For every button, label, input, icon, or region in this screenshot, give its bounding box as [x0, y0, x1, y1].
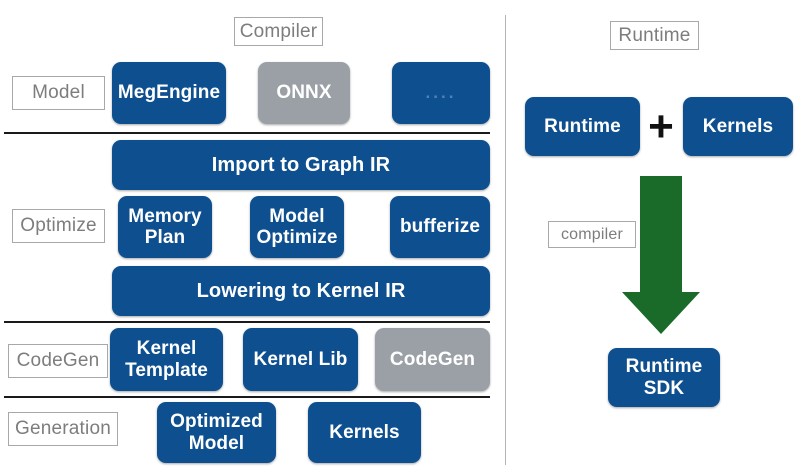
block-bufferize[interactable]: bufferize: [390, 196, 490, 258]
compiler-title-label: Compiler: [234, 17, 323, 46]
block-lowering-to-kernel-ir[interactable]: Lowering to Kernel IR: [112, 266, 490, 316]
block-ellipsis[interactable]: ....: [392, 62, 490, 124]
block-memory-plan-line1: Memory: [128, 205, 202, 227]
compiler-arrow-label: compiler: [548, 221, 636, 248]
block-model-optimize-line1: Model: [269, 205, 325, 227]
block-kernel-template[interactable]: Kernel Template: [110, 328, 223, 391]
section-label-optimize: Optimize: [12, 209, 105, 243]
block-optimized-model-line2: Model: [188, 432, 245, 454]
block-runtime-sdk-line1: Runtime: [625, 356, 703, 378]
section-label-generation: Generation: [8, 412, 118, 446]
panel-separator: [505, 15, 506, 465]
block-model-optimize-line2: Optimize: [256, 227, 338, 248]
block-model-optimize[interactable]: Model Optimize: [250, 196, 344, 258]
block-optimized-model-line1: Optimized: [170, 411, 263, 433]
block-runtime-sdk-line2: SDK: [643, 377, 685, 399]
block-optimized-model[interactable]: Optimized Model: [157, 402, 276, 463]
block-runtime-kernels[interactable]: Kernels: [683, 97, 793, 156]
block-memory-plan[interactable]: Memory Plan: [118, 196, 212, 258]
divider-codegen-generation: [4, 396, 490, 398]
runtime-title-label: Runtime: [610, 21, 699, 50]
block-codegen[interactable]: CodeGen: [375, 328, 490, 391]
block-memory-plan-line2: Plan: [144, 227, 186, 248]
block-kernels-generation[interactable]: Kernels: [308, 402, 421, 463]
section-label-codegen: CodeGen: [8, 344, 108, 378]
compile-arrow-icon: [622, 176, 700, 334]
block-onnx[interactable]: ONNX: [258, 62, 350, 124]
divider-model-optimize: [4, 132, 490, 134]
block-import-to-graph-ir[interactable]: Import to Graph IR: [112, 140, 490, 190]
divider-optimize-codegen: [4, 321, 490, 323]
plus-icon: +: [648, 102, 674, 151]
block-megengine[interactable]: MegEngine: [112, 62, 226, 124]
block-runtime[interactable]: Runtime: [525, 97, 640, 156]
block-kernel-template-line2: Template: [125, 359, 208, 381]
block-kernel-template-line1: Kernel: [136, 338, 197, 360]
block-runtime-sdk[interactable]: Runtime SDK: [608, 348, 720, 407]
section-label-model: Model: [12, 76, 105, 110]
block-kernel-lib[interactable]: Kernel Lib: [243, 328, 358, 391]
